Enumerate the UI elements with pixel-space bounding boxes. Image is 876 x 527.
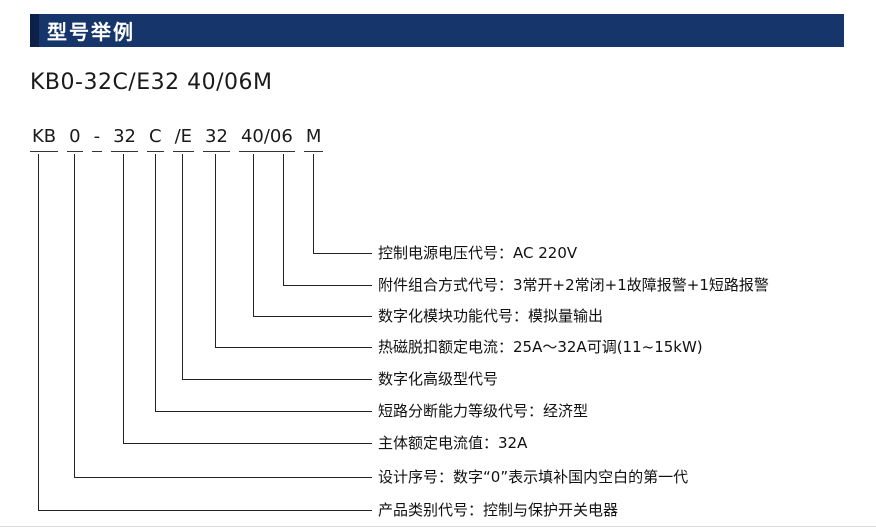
spec-label-2: 数字化模块功能代号：模拟量输出 [378, 307, 604, 325]
connector-vertical-line-8 [38, 154, 39, 511]
connector-horizontal-line-1 [283, 285, 372, 286]
spec-label-1: 附件组合方式代号：3常开+2常闭+1故障报警+1短路报警 [378, 276, 769, 294]
model-segment-5: /E [172, 126, 195, 152]
spec-label-5: 短路分断能力等级代号：经济型 [378, 402, 589, 420]
connector-vertical-line-3 [215, 154, 216, 348]
spec-label-4: 数字化高级型代号 [378, 370, 499, 388]
spec-label-0: 控制电源电压代号：AC 220V [378, 244, 578, 262]
connector-horizontal-line-0 [313, 253, 372, 254]
model-segment-3: 32 [111, 126, 139, 152]
model-segment-6: 32 [203, 126, 230, 152]
connector-vertical-line-4 [182, 154, 183, 380]
connector-vertical-line-6 [123, 154, 124, 444]
model-segment-1: 0 [67, 126, 83, 152]
section-title: 型号举例 [47, 20, 135, 44]
model-segment-4: C [147, 126, 164, 152]
model-segment-7: 40/06 [238, 126, 295, 152]
connector-horizontal-line-3 [215, 347, 372, 348]
connector-horizontal-line-5 [155, 411, 372, 412]
connector-horizontal-line-7 [74, 477, 372, 478]
connector-horizontal-line-2 [253, 316, 372, 317]
spec-label-7: 设计序号：数字“0”表示填补国内空白的第一代 [378, 468, 689, 486]
connector-horizontal-line-8 [38, 510, 372, 511]
connector-horizontal-line-6 [123, 443, 372, 444]
section-header: 型号举例 [30, 14, 844, 47]
spec-label-3: 热磁脱扣额定电流：25A～32A可调(11~15kW) [378, 338, 703, 356]
connector-vertical-line-2 [253, 154, 254, 317]
spec-label-6: 主体额定电流值：32A [378, 434, 528, 452]
spec-label-8: 产品类别代号：控制与保护开关电器 [378, 501, 619, 519]
connector-vertical-line-0 [313, 154, 314, 254]
model-segment-8: M [303, 126, 324, 152]
connector-vertical-line-7 [74, 154, 75, 478]
model-title: KB0-32C/E32 40/06M [30, 70, 273, 95]
connector-horizontal-line-4 [182, 379, 372, 380]
model-segment-0: KB [30, 126, 59, 152]
connector-vertical-line-1 [283, 154, 284, 286]
connector-vertical-line-5 [155, 154, 156, 412]
model-segment-2: - [91, 126, 103, 152]
header-accent-square [30, 14, 39, 47]
